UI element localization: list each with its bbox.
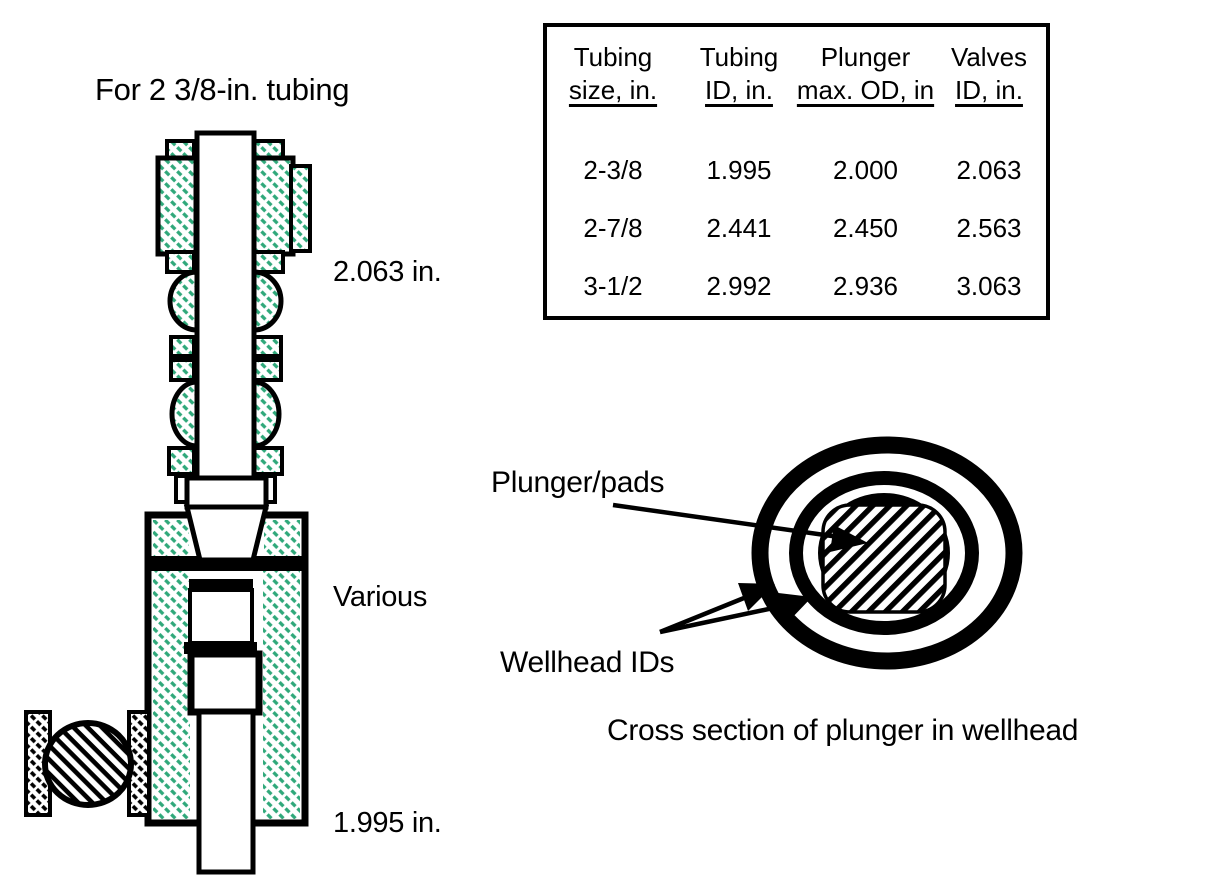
header-line: Tubing <box>699 42 779 72</box>
table-cell: 2.992 <box>706 271 772 302</box>
plunger-pads-label: Plunger/pads <box>491 466 665 499</box>
header-line: Valves <box>950 42 1028 72</box>
left-diagram-title: For 2 3/8-in. tubing <box>95 72 350 107</box>
wellhead-callout-arrows <box>659 583 812 635</box>
union-collars <box>167 269 284 504</box>
cross-section-caption: Cross section of plunger in wellhead <box>607 714 1079 747</box>
tubing-spec-table: Tubing size, in. Tubing ID, in. Plunger … <box>543 23 1050 320</box>
table-cell: 2.441 <box>706 212 772 243</box>
header-line: ID, in. <box>955 75 1023 105</box>
wellhead-ids-label: Wellhead IDs <box>500 646 675 679</box>
upper-tubing <box>194 130 257 482</box>
various-label: Various <box>333 581 428 613</box>
table-cell: 2-3/8 <box>583 154 643 185</box>
col-header-valves-id: Valves ID, in. <box>932 27 1046 141</box>
col-header-tubing-size: Tubing size, in. <box>547 27 679 141</box>
plunger-in-body <box>184 579 263 875</box>
header-line: Plunger <box>820 42 911 72</box>
header-line: size, in. <box>568 75 658 105</box>
header-line: Tubing <box>573 42 653 72</box>
plunger-callout-arrow <box>612 502 868 552</box>
table-cell: 1.995 <box>706 154 772 185</box>
header-line: max. OD, in <box>796 75 935 105</box>
table-cell: 2.936 <box>832 271 899 302</box>
valve-id-label: 2.063 in. <box>333 256 442 288</box>
table-cell: 2.563 <box>956 212 1022 243</box>
wellhead-stack-diagram <box>24 130 312 875</box>
table-cell: 2.000 <box>832 154 899 185</box>
tubing-head-cap <box>184 475 269 510</box>
col-header-plunger-od: Plunger max. OD, in <box>796 27 935 141</box>
header-line: ID, in. <box>705 75 773 105</box>
table-cell: 2.063 <box>956 154 1022 185</box>
tapered-nipple <box>183 504 270 563</box>
table-cell: 3-1/2 <box>583 271 643 302</box>
plunger-cross-section <box>821 503 947 614</box>
table-cell: 2.450 <box>832 212 899 243</box>
col-header-tubing-id: Tubing ID, in. <box>679 27 799 141</box>
tubing-id-label: 1.995 in. <box>333 807 442 839</box>
side-outlet-valve <box>24 710 151 817</box>
table-cell: 3.063 <box>956 271 1022 302</box>
table-cell: 2-7/8 <box>583 212 643 243</box>
cross-section-diagram <box>612 436 1023 670</box>
